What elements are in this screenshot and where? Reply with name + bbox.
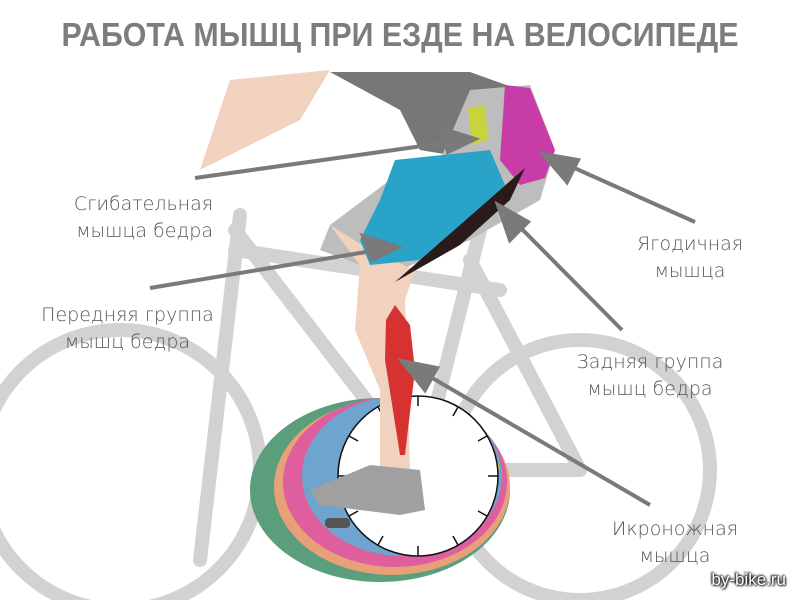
label-line: мышца (654, 260, 726, 282)
label-line: мышца (639, 545, 711, 567)
page-title: РАБОТА МЫШЦ ПРИ ЕЗДЕ НА ВЕЛОСИПЕДЕ (61, 16, 739, 53)
label-line: Передняя группа (41, 304, 214, 326)
label-gluteus: Ягодичная мышца (610, 231, 770, 285)
label-line: Ягодичная (636, 233, 744, 255)
shoe (310, 465, 425, 515)
hamstrings-muscle (395, 168, 525, 282)
arrow-calf (408, 363, 652, 507)
watermark: by-bike.ru (711, 570, 786, 589)
label-line: мышц бедра (64, 331, 191, 353)
label-line: Задняя группа (576, 351, 724, 373)
arrows (149, 124, 696, 507)
label-line: Икроножная (612, 518, 738, 540)
gluteus-muscle (500, 85, 555, 185)
label-flexor: Сгибательная мышца бедра (10, 191, 213, 245)
flexor-muscle (468, 105, 488, 145)
label-hamstrings: Задняя группа мышц бедра (550, 349, 750, 403)
label-line: мышц бедра (587, 378, 713, 400)
label-calf: Икроножная мышца (585, 516, 765, 570)
label-quadriceps: Передняя группа мышц бедра (10, 302, 245, 356)
arrow-quadriceps (149, 246, 391, 290)
arrow-flexor (194, 138, 466, 180)
pedal (325, 518, 350, 528)
label-line: Сгибательная (73, 193, 213, 215)
label-line: мышца бедра (76, 220, 213, 242)
quadriceps-muscle (360, 150, 505, 265)
arrow-hamstrings (503, 210, 624, 332)
arm (200, 70, 330, 170)
calf-muscle (385, 305, 415, 455)
